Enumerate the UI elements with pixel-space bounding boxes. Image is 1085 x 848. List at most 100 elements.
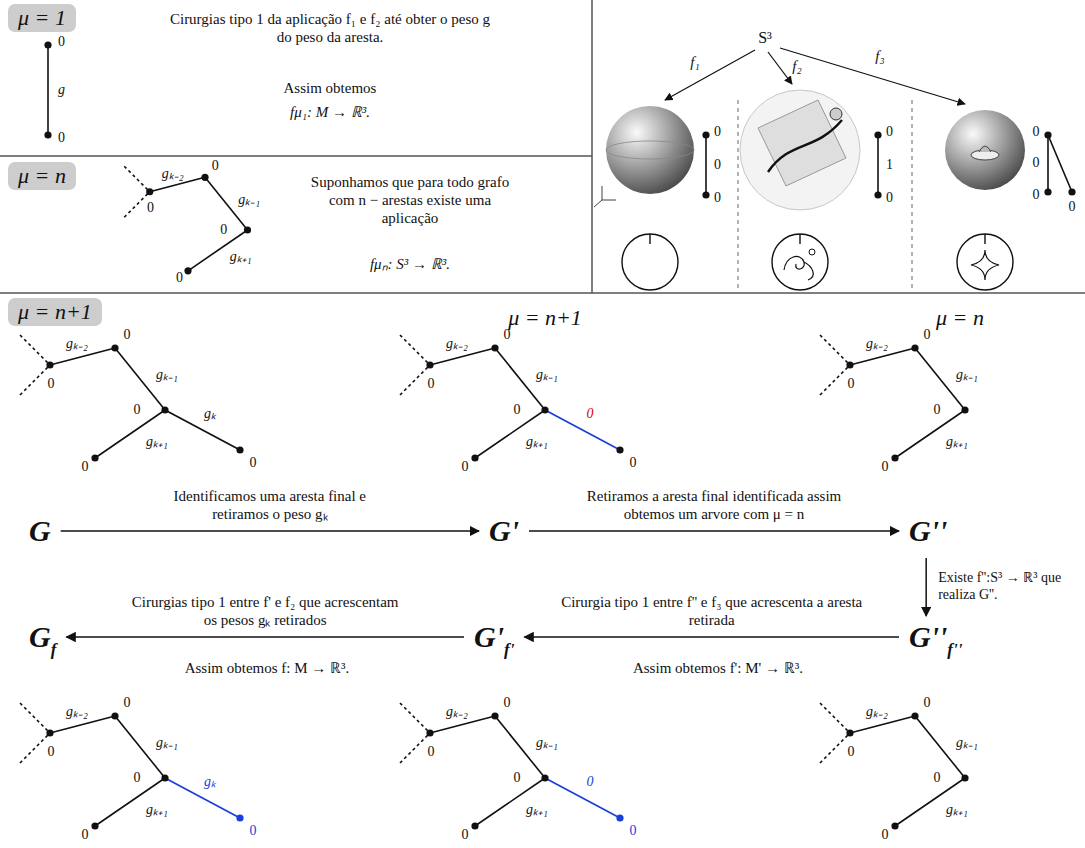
description-text: Cirurgias tipo 1 da aplicação f₁ e f₂ at…	[165, 10, 495, 46]
map-arrow	[665, 50, 755, 100]
graph-vertex	[911, 712, 918, 719]
graph-vertex	[426, 729, 433, 736]
edge-weight: gₖ₋₂	[66, 336, 88, 353]
weight-label: 0	[1069, 199, 1076, 216]
graph-vertex	[46, 729, 53, 736]
graph-edge	[705, 135, 707, 195]
vertex-weight: 0	[124, 327, 131, 344]
graph-vertex	[44, 131, 51, 138]
graph-symbol: Gf	[25, 618, 60, 662]
dashed-edge	[20, 703, 50, 733]
dashed-edge	[820, 335, 850, 365]
section-circle	[622, 234, 678, 290]
edge-weight: gₖ₋₁	[536, 735, 558, 752]
graph-vertex	[616, 814, 623, 821]
section-curve	[971, 250, 999, 280]
vertex-weight: 0	[58, 130, 65, 147]
graph-symbol: G'	[485, 512, 523, 556]
symbol-subscript: f''	[947, 640, 962, 659]
vertex-weight: 0	[220, 222, 227, 239]
dashed-edge	[20, 335, 50, 365]
vertex-weight: 0	[630, 823, 637, 840]
vertex-weight: 0	[176, 270, 183, 287]
graph-symbol: G'f'	[470, 618, 518, 662]
dashed-edge	[124, 166, 150, 192]
graph-vertex	[846, 729, 853, 736]
edge-weight: gₖ₋₂	[66, 704, 88, 721]
section-heading: μ = n	[936, 305, 984, 331]
fold-shape	[979, 146, 991, 152]
panel-divider	[0, 292, 1085, 294]
edge-weight: gₖ₋₂	[866, 704, 888, 721]
map-name: f₁	[690, 53, 699, 71]
graph-vertex	[46, 361, 53, 368]
edge-weight: gₖ₋₂	[866, 336, 888, 353]
symbol-text: μ = n+1	[18, 299, 92, 324]
vertex-weight: 0	[882, 459, 889, 476]
section-curve	[809, 249, 815, 255]
graph-vertex	[911, 344, 918, 351]
vertex-weight: 0	[250, 823, 257, 840]
vertex-weight: 0	[250, 455, 257, 472]
sphere-image	[945, 110, 1025, 190]
vertex-weight: 0	[462, 827, 469, 844]
flow-arrow	[925, 558, 927, 616]
edge-weight: g	[58, 82, 65, 99]
edge-weight: gₖ	[204, 774, 216, 791]
graph-vertex	[1068, 188, 1075, 195]
section-circle	[772, 234, 828, 290]
graph-vertex	[236, 814, 243, 821]
graph-edge	[1048, 135, 1072, 192]
vertex-weight: 0	[934, 402, 941, 419]
graph-vertex	[491, 344, 498, 351]
edge-weight: gₖ₋₁	[956, 367, 978, 384]
weight-label: 0	[886, 124, 893, 141]
graph-symbol: G''f''	[905, 618, 966, 662]
graph-vertex	[846, 361, 853, 368]
edge-weight: gₖ₋₂	[446, 704, 468, 721]
map-name: f₃	[875, 47, 884, 65]
dashed-edge	[820, 733, 850, 763]
graph-vertex	[702, 131, 709, 138]
arrow-label: Cirurgias tipo 1 entre f' e f₂ que acres…	[125, 593, 405, 629]
symbol-text: μ = n	[18, 163, 66, 188]
vertex-weight: 0	[82, 827, 89, 844]
graph-vertex	[146, 188, 153, 195]
symbol-text: G'	[489, 514, 519, 547]
graph-edge	[545, 778, 620, 818]
dashed-edge	[820, 703, 850, 733]
graph-edge	[545, 410, 620, 450]
edge-weight: gₖ₋₂	[162, 165, 184, 182]
arrow-label: Cirurgia tipo 1 entre f'' e f₃ que acres…	[552, 593, 872, 629]
edge-weight: gₖ₊₁	[526, 802, 548, 819]
formula-text: fμₙ: S³ → ℝ³.	[370, 255, 450, 273]
dashed-separator	[912, 100, 913, 290]
edge-weight: gₖ₊₁	[230, 249, 252, 266]
symbol-text: μ = 1	[18, 5, 66, 30]
dashed-edge	[820, 365, 850, 395]
dashed-edge	[20, 733, 50, 763]
result-text: Assim obtemos f: M → ℝ³.	[167, 659, 367, 677]
dashed-edge	[124, 192, 150, 218]
dashed-edge	[20, 365, 50, 395]
axis-mark	[602, 200, 616, 201]
sphere-equator	[606, 141, 694, 159]
case-badge: μ = n+1	[8, 298, 102, 326]
graph-symbol: G	[25, 512, 55, 556]
dashed-edge	[400, 703, 430, 733]
panel-divider	[0, 155, 592, 157]
graph-vertex	[541, 406, 548, 413]
axis-mark	[602, 186, 603, 200]
case-badge: μ = n	[8, 162, 76, 190]
edge-weight: gₖ₋₁	[536, 367, 558, 384]
tick-mark	[984, 234, 985, 244]
vertex-weight: 0	[934, 770, 941, 787]
vertex-weight: 0	[147, 199, 154, 216]
space-name: S³	[758, 28, 772, 47]
weight-label: 1	[886, 157, 893, 174]
vertex-weight: 0	[212, 158, 219, 175]
edge-weight: gₖ₋₁	[156, 735, 178, 752]
map-name: f₂	[792, 57, 801, 75]
symbol-text: G''	[909, 514, 947, 547]
graph-vertex	[471, 454, 478, 461]
